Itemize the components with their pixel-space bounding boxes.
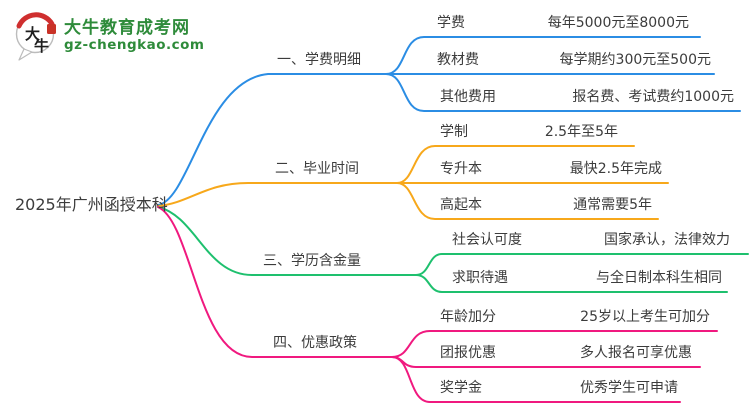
leaf-row-scholarship: 奖学金 优秀学生可申请 [440, 378, 678, 398]
leaf-value: 通常需要5年 [573, 197, 652, 213]
leaf-label: 高起本 [440, 197, 482, 213]
branch-1-child-3-curve [385, 73, 741, 112]
leaf-value: 国家承认，法律效力 [604, 232, 730, 248]
branch-3-child-2-curve [415, 274, 728, 293]
leaf-row-tuition: 学费 每年5000元至8000元 [437, 13, 689, 33]
leaf-label: 年龄加分 [440, 309, 496, 325]
leaf-label: 学制 [440, 124, 468, 140]
leaf-label: 社会认可度 [452, 232, 522, 248]
branch-3-label: 三、学历含金量 [263, 253, 361, 269]
logo-char-top: 大 [25, 25, 40, 43]
root-node-label: 2025年广州函授本科 [15, 195, 168, 214]
branch-1-label: 一、学费明细 [277, 52, 361, 68]
branch-2-child-1-curve [396, 145, 635, 184]
leaf-row-study-length: 学制 2.5年至5年 [440, 122, 618, 142]
branch-4-label: 四、优惠政策 [273, 335, 357, 351]
branch-3-main-curve [157, 206, 417, 276]
branch-4-child-1-curve [391, 330, 718, 358]
branch-2-main-curve [157, 182, 398, 207]
leaf-value: 25岁以上考生可加分 [580, 309, 710, 325]
leaf-row-recognition: 社会认可度 国家承认，法律效力 [452, 230, 730, 250]
leaf-label: 专升本 [440, 161, 482, 177]
leaf-value: 每学期约300元至500元 [559, 52, 711, 68]
leaf-value: 报名费、考试费约1000元 [572, 89, 734, 105]
leaf-row-job-treatment: 求职待遇 与全日制本科生相同 [452, 268, 722, 288]
branch-2-child-3-curve [396, 182, 659, 220]
leaf-value: 优秀学生可申请 [580, 380, 678, 396]
leaf-row-other-fees: 其他费用 报名费、考试费约1000元 [440, 87, 734, 107]
leaf-row-textbook-fee: 教材费 每学期约300元至500元 [437, 50, 711, 70]
leaf-row-age-bonus: 年龄加分 25岁以上考生可加分 [440, 307, 710, 327]
leaf-row-group-discount: 团报优惠 多人报名可享优惠 [440, 343, 692, 363]
leaf-value: 每年5000元至8000元 [547, 15, 689, 31]
leaf-value: 最快2.5年完成 [569, 161, 662, 177]
branch-1-child-1-curve [385, 36, 701, 75]
branch-4-child-3-curve [391, 356, 681, 403]
branch-3-child-1-curve [415, 253, 749, 276]
leaf-row-zhuanshengben: 专升本 最快2.5年完成 [440, 159, 662, 179]
leaf-label: 奖学金 [440, 380, 482, 396]
branch-4-main-curve [157, 206, 393, 358]
branch-1-main-curve [157, 73, 387, 206]
leaf-label: 其他费用 [440, 89, 496, 105]
branch-2-label: 二、毕业时间 [275, 161, 359, 177]
logo-char-bottom: 牛 [34, 37, 49, 55]
logo-title: 大牛教育成考网 [64, 17, 190, 38]
logo-bubble-icon: 大 牛 [15, 12, 56, 61]
leaf-label: 求职待遇 [452, 270, 508, 286]
site-logo: 大 牛 大牛教育成考网 gz-chengkao.com [13, 9, 205, 61]
leaf-row-gaoqiben: 高起本 通常需要5年 [440, 195, 652, 215]
leaf-label: 团报优惠 [440, 345, 496, 361]
logo-text: 大牛教育成考网 gz-chengkao.com [64, 18, 205, 53]
logo-subtitle: gz-chengkao.com [64, 36, 205, 53]
leaf-value: 多人报名可享优惠 [580, 345, 692, 361]
leaf-value: 2.5年至5年 [544, 124, 618, 140]
leaf-label: 学费 [437, 15, 465, 31]
leaf-label: 教材费 [437, 52, 479, 68]
leaf-value: 与全日制本科生相同 [596, 270, 722, 286]
